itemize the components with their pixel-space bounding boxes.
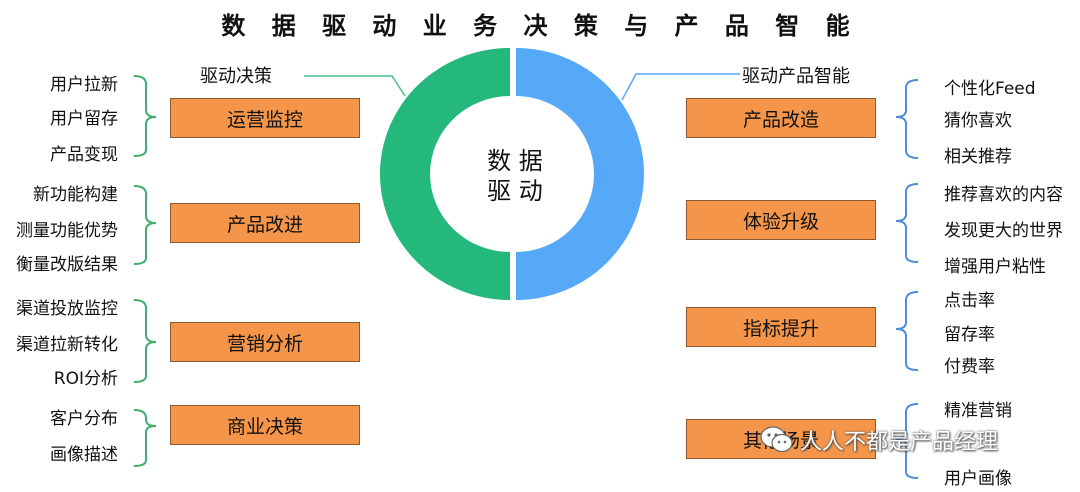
right-box-3: 指标提升 [686,307,876,347]
watermark-text: 人人不都是产品经理 [800,430,999,455]
right-item-2-3: 增强用户粘性 [944,257,1046,277]
right-item-2-2: 发现更大的世界 [944,221,1063,241]
right-section-label: 驱动产品智能 [742,66,850,87]
right-item-2-1: 推荐喜欢的内容 [944,185,1063,205]
left-item-2-1: 新功能构建 [33,185,118,205]
right-item-3-3: 付费率 [944,357,995,377]
left-item-1-3: 产品变现 [50,145,118,165]
left-item-4-2: 画像描述 [50,445,118,465]
right-bracket-2 [895,183,919,263]
right-box-2: 体验升级 [686,200,876,240]
left-box-3: 营销分析 [170,322,360,362]
donut-left-half [380,48,510,300]
right-item-1-2: 猜你喜欢 [944,111,1012,131]
right-item-3-2: 留存率 [944,325,995,345]
right-bracket-1 [895,79,919,159]
right-item-4-2: 用户画像 [944,469,1012,489]
center-line-2: 驱 动 [487,177,543,205]
right-item-1-1: 个性化Feed [944,79,1036,99]
left-item-3-2: 渠道拉新转化 [16,335,118,355]
left-item-2-2: 测量功能优势 [16,221,118,241]
left-bracket-3 [133,299,157,383]
diagram-title: 数 据 驱 动 业 务 决 策 与 产 品 智 能 [221,12,859,40]
left-bracket-1 [133,75,157,157]
left-item-1-1: 用户拉新 [50,75,118,95]
right-bracket-3 [895,291,919,371]
left-item-1-2: 用户留存 [50,109,118,129]
left-item-3-3: ROI分析 [53,369,118,389]
left-label-connector [304,75,406,97]
left-item-4-1: 客户分布 [50,409,118,429]
left-bracket-2 [133,185,157,265]
right-item-1-3: 相关推荐 [944,147,1012,167]
watermark: 人人不都是产品经理 [760,424,998,456]
left-item-3-1: 渠道投放监控 [16,299,118,319]
chat-bubbles-icon [760,426,793,453]
left-section-label: 驱动决策 [200,66,272,87]
right-item-3-1: 点击率 [944,291,995,311]
donut-right-half [516,48,644,300]
right-item-4-1: 精准营销 [944,401,1012,421]
left-item-2-3: 衡量改版结果 [16,255,118,275]
left-box-1: 运营监控 [170,98,360,138]
left-box-4: 商业决策 [170,405,360,445]
center-label: 数 据 驱 动 [472,146,558,206]
left-bracket-4 [133,409,157,467]
right-label-connector [621,73,740,101]
left-box-2: 产品改进 [170,203,360,243]
right-bracket-4 [895,403,919,479]
center-line-1: 数 据 [487,147,543,175]
right-box-1: 产品改造 [686,98,876,138]
